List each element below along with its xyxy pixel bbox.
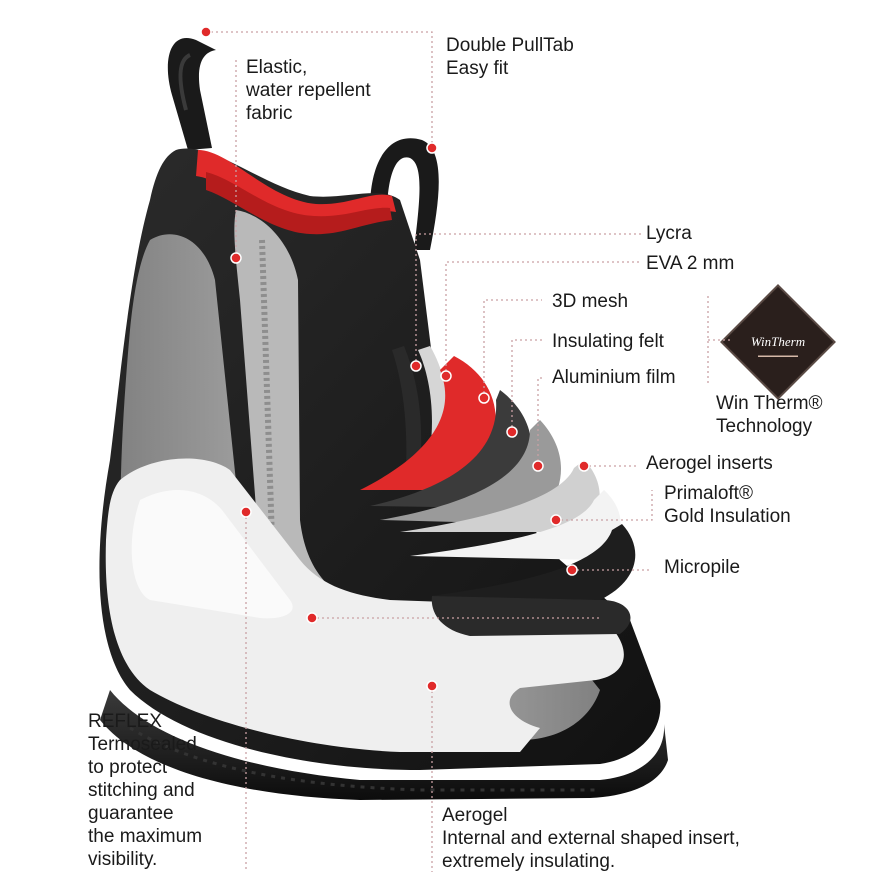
dot-elastic [230,252,242,264]
dot-pulltab-front [426,142,438,154]
leader-aluminium [537,377,542,466]
collar-lining [206,172,392,235]
grey-band-center [234,210,590,660]
label-wintherm: Win Therm® Technology [716,393,823,437]
dot-pulltab-rear [200,26,212,38]
red-collar [196,150,396,222]
leader-mesh [483,299,542,398]
layer-aerogel-inserts [400,460,600,532]
dot-micropile [566,564,578,576]
leader-pulltab [206,31,433,148]
rear-pull-tab-inner [178,53,192,111]
leader-felt [511,339,542,432]
front-pull-tab [370,138,439,250]
dot-felt [506,426,518,438]
win-therm-badge [720,284,836,400]
marker-dots [200,26,590,692]
dot-reflex-2 [240,506,252,518]
dot-primaloft [550,514,562,526]
label-eva: EVA 2 mm [646,253,735,274]
leader-lines [206,31,732,872]
layer-aluminium [380,420,562,524]
label-aerogel-inserts: Aerogel inserts [646,453,773,474]
label-aerogel: Aerogel Internal and external shaped ins… [442,805,740,872]
dot-lycra [410,360,422,372]
boot-sole [100,690,668,800]
label-micropile: Micropile [664,557,741,578]
leader-lycra [415,233,642,366]
dot-eva [440,370,452,382]
win-therm-logo-text: WinTherm [751,334,805,349]
layer-micropile [430,524,636,600]
win-therm-logo-subtext: ▬▬▬▬▬▬▬▬ [758,353,798,359]
dot-aerogel-inserts [578,460,590,472]
leader-primaloft [556,490,653,521]
dot-reflex [306,612,318,624]
label-mesh: 3D mesh [552,291,629,312]
sole-tread [129,726,600,792]
dot-aluminium [532,460,544,472]
label-lycra: Lycra [646,223,692,244]
layer-3d-mesh [360,356,496,490]
dot-aerogel [426,680,438,692]
dot-mesh [478,392,490,404]
label-primaloft: Primaloft® Gold Insulation [664,483,791,527]
layer-micropile-base [431,596,631,636]
label-aluminium: Aluminium film [552,367,676,388]
label-elastic: Elastic, water repellent fabric [246,57,371,124]
label-felt: Insulating felt [552,331,664,352]
label-pulltab: Double PullTab Easy fit [446,35,574,79]
layer-felt [370,390,532,508]
label-reflex: REFLEX Termosealed to protect stitching … [88,711,203,870]
layer-lycra [392,346,422,470]
aerogel-insert-highlight [131,489,293,619]
layer-primaloft [410,490,621,560]
rear-pull-tab [167,38,216,151]
leader-eva [445,261,640,376]
